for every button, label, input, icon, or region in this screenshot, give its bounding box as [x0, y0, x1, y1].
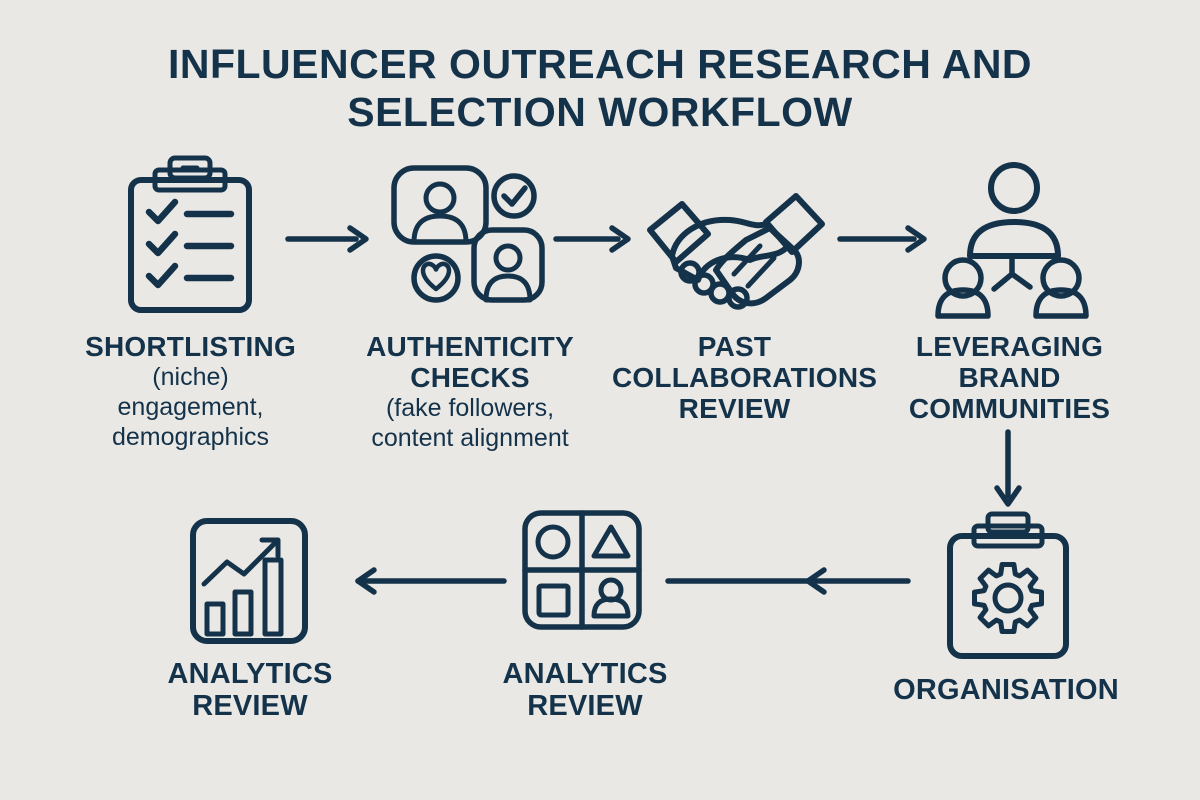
- arrow-communities-to-organisation: [994, 429, 1022, 507]
- step-title-line: PAST: [697, 331, 772, 362]
- step-title-line: LEVERAGING: [915, 331, 1104, 362]
- step-title-line: CHECKS: [410, 362, 530, 393]
- step-title-line: ORGANISATION: [893, 674, 1119, 706]
- step-sub-line: engagement,: [117, 393, 264, 421]
- clipboard-checklist-icon: [128, 155, 252, 313]
- person-shape: [591, 577, 631, 619]
- step-title-line: COMMUNITIES: [908, 393, 1111, 424]
- bar-chart-growth-icon: [190, 518, 308, 644]
- category-grid-icon: [522, 510, 642, 630]
- label-leveraging-brand-communities: LEVERAGING BRAND COMMUNITIES: [902, 331, 1117, 424]
- page-title-line-2: SELECTION WORKFLOW: [347, 89, 853, 135]
- circle-shape: [535, 524, 571, 560]
- step-sub-line: demographics: [111, 423, 270, 451]
- triangle-shape: [591, 524, 631, 559]
- step-title-line: SHORTLISTING: [85, 331, 296, 362]
- step-title-line: ANALYTICS: [502, 658, 668, 690]
- label-analytics-review-grid: ANALYTICS REVIEW: [495, 658, 675, 722]
- step-title-line: ANALYTICS: [167, 658, 333, 690]
- arrow-shortlisting-to-authenticity: [285, 225, 369, 253]
- step-title-line: AUTHENTICITY: [366, 331, 574, 362]
- handshake-icon: [647, 193, 825, 310]
- trend-arrowhead: [259, 537, 281, 559]
- label-analytics-review-chart: ANALYTICS REVIEW: [160, 658, 340, 722]
- profile-cards-verification-icon: [391, 165, 545, 303]
- step-title-line: REVIEW: [527, 690, 643, 722]
- step-title-line: BRAND: [958, 362, 1061, 393]
- step-title-line: REVIEW: [678, 393, 791, 424]
- label-authenticity-checks: AUTHENTICITY CHECKS (fake followers, con…: [350, 331, 590, 453]
- step-sub-line: content alignment: [371, 424, 569, 452]
- community-org-chart-icon: [935, 162, 1089, 319]
- step-title-line: REVIEW: [192, 690, 308, 722]
- check-badge-icon: [491, 173, 537, 219]
- page-title-line-1: INFLUENCER OUTREACH RESEARCH AND: [167, 41, 1033, 87]
- arrow-collaborations-to-communities: [837, 225, 927, 253]
- label-past-collaborations-review: PAST COLLABORATIONS REVIEW: [612, 331, 878, 424]
- arrow-authenticity-to-collaborations: [553, 225, 631, 253]
- label-shortlisting: SHORTLISTING (niche) engagement, demogra…: [78, 331, 303, 452]
- clipboard-gear-icon: [947, 511, 1069, 659]
- arrow-analytics-grid-to-analytics-chart: [355, 567, 507, 595]
- gear-icon: [972, 562, 1044, 634]
- step-sub-line: (fake followers,: [385, 394, 555, 422]
- arrow-organisation-to-analytics-grid: [665, 567, 911, 595]
- square-shape: [536, 583, 571, 618]
- step-title-line: COLLABORATIONS: [612, 362, 878, 393]
- checklist-rows: [145, 198, 235, 289]
- step-sub-line: (niche): [152, 363, 229, 391]
- page-title: INFLUENCER OUTREACH RESEARCH AND SELECTI…: [0, 40, 1200, 136]
- heart-badge-icon: [411, 253, 461, 303]
- label-organisation: ORGANISATION: [876, 674, 1136, 706]
